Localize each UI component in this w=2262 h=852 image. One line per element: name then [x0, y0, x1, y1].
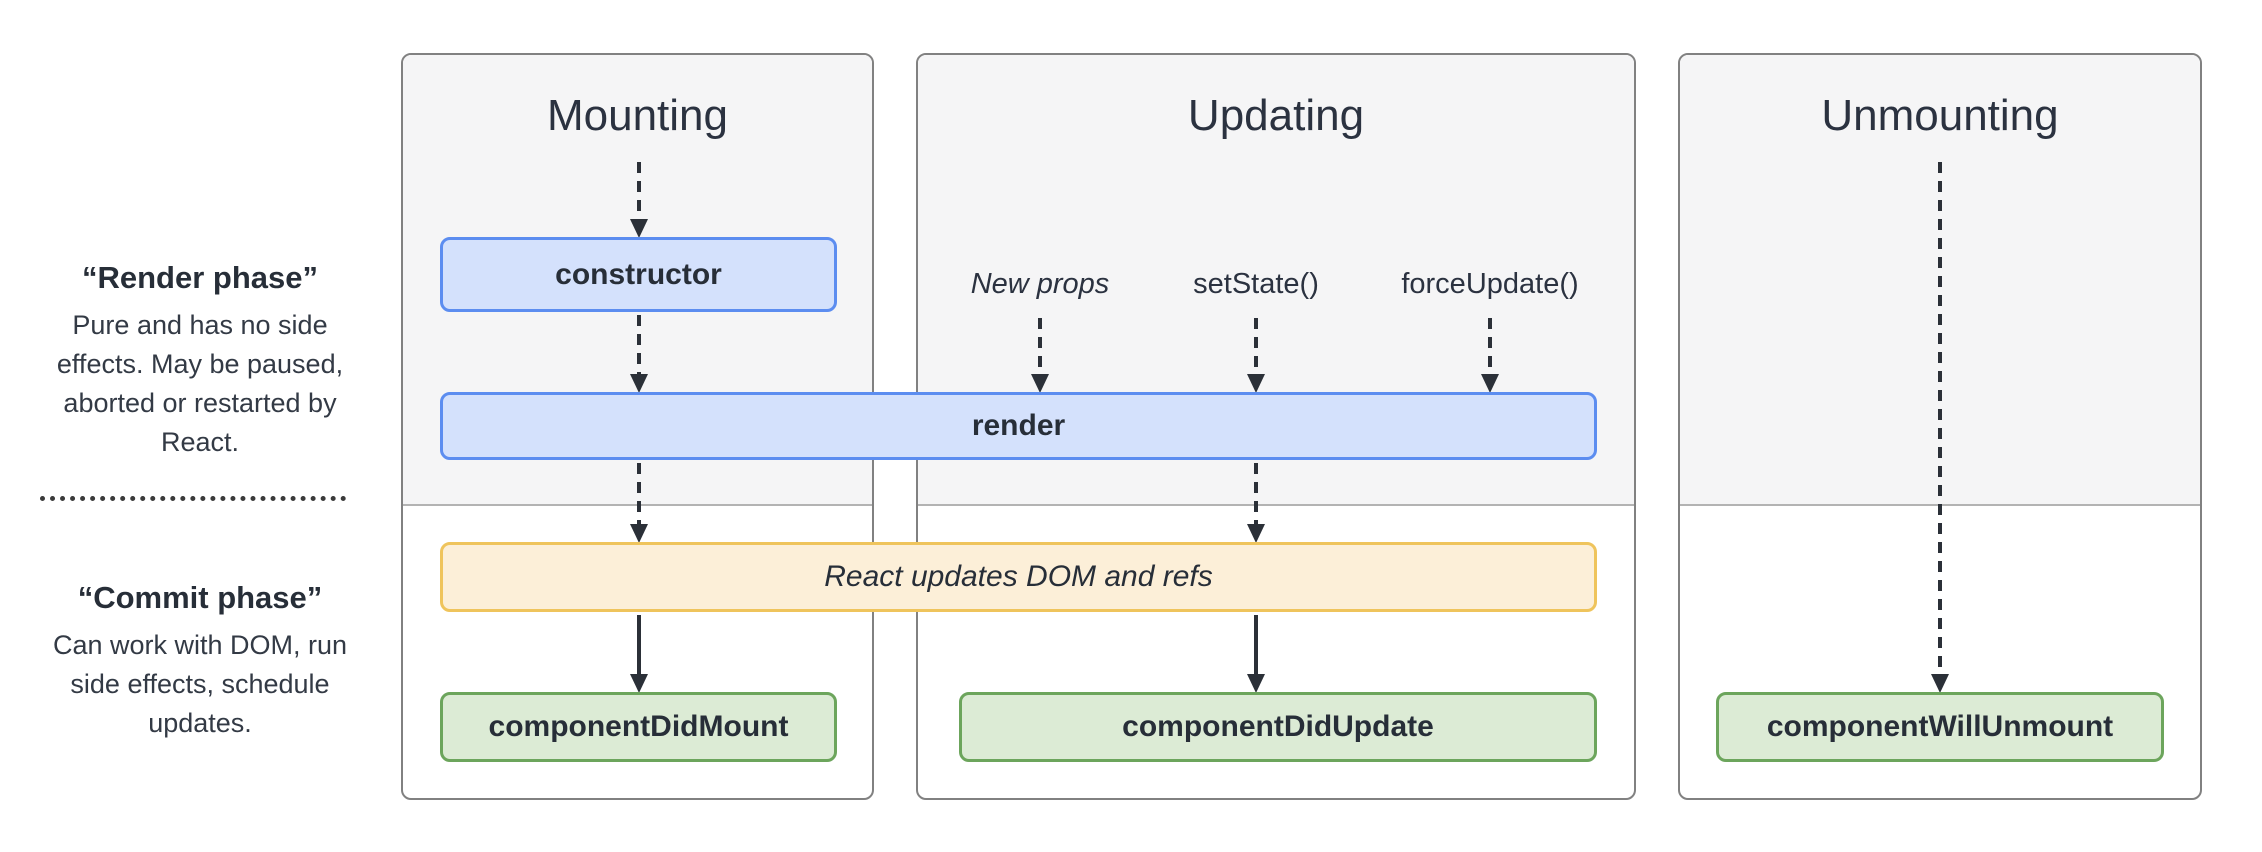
arrow-new-props-to-render	[1038, 318, 1042, 374]
node-component-will-unmount[interactable]: componentWillUnmount	[1716, 692, 2164, 762]
arrowhead-icon	[1931, 674, 1949, 693]
arrowhead-icon	[630, 524, 648, 543]
arrow-render-to-react-updates-updating	[1254, 463, 1258, 524]
trigger-force-update[interactable]: forceUpdate()	[1401, 268, 1579, 300]
arrow-unmounting-header-to-will-unmount	[1938, 162, 1942, 674]
arrowhead-icon	[630, 674, 648, 693]
render-phase-description: Pure and has no side effects. May be pau…	[56, 310, 344, 458]
node-render[interactable]: render	[440, 392, 1597, 460]
arrowhead-icon	[630, 374, 648, 393]
node-constructor[interactable]: constructor	[440, 237, 837, 312]
column-title-updating: Updating	[1187, 91, 1365, 140]
arrowhead-icon	[630, 219, 648, 238]
node-component-did-update[interactable]: componentDidUpdate	[959, 692, 1597, 762]
column-title-mounting: Mounting	[546, 91, 728, 140]
arrowhead-icon	[1481, 374, 1499, 393]
node-react-updates-dom: React updates DOM and refs	[440, 542, 1597, 612]
arrowhead-icon	[1247, 374, 1265, 393]
arrow-react-updates-to-did-update	[1254, 615, 1258, 674]
render-phase-title: “Render phase”	[81, 260, 318, 295]
arrowhead-icon	[1247, 674, 1265, 693]
commit-phase-description: Can work with DOM, run side effects, sch…	[52, 630, 348, 739]
trigger-new-props: New props	[970, 268, 1110, 300]
arrow-set-state-to-render	[1254, 318, 1258, 374]
column-title-unmounting: Unmounting	[1821, 91, 2059, 140]
node-component-did-mount[interactable]: componentDidMount	[440, 692, 837, 762]
arrowhead-icon	[1031, 374, 1049, 393]
arrow-mounting-header-to-constructor	[637, 162, 641, 219]
arrow-render-to-react-updates-mounting	[637, 463, 641, 524]
arrow-constructor-to-render	[637, 315, 641, 374]
arrowhead-icon	[1247, 524, 1265, 543]
arrow-react-updates-to-did-mount	[637, 615, 641, 674]
commit-phase-title: “Commit phase”	[77, 580, 323, 615]
trigger-set-state[interactable]: setState()	[1193, 268, 1319, 300]
phase-separator-dotted-line	[40, 496, 346, 501]
arrow-force-update-to-render	[1488, 318, 1492, 374]
